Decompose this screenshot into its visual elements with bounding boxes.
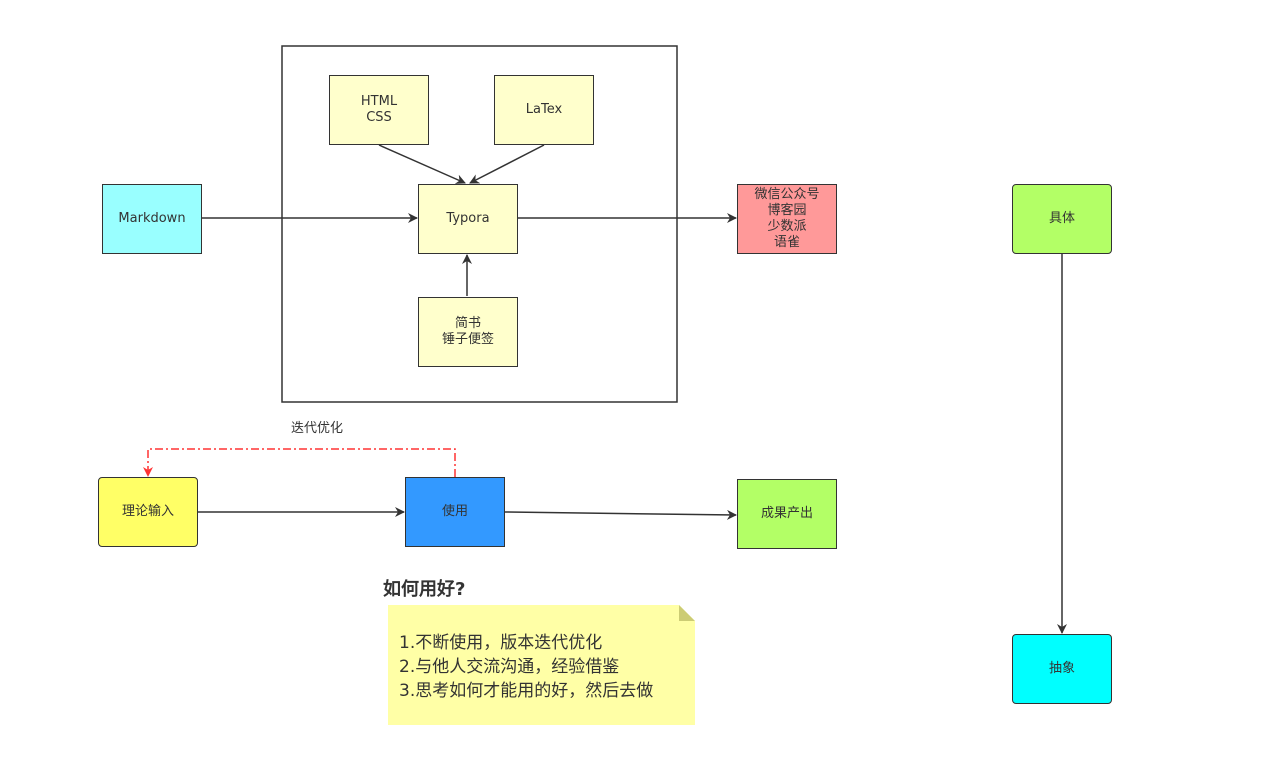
edge-use-to-theory-iterate <box>143 448 456 477</box>
edge-html-to-typora <box>378 144 466 184</box>
editor-group-frame <box>281 45 678 403</box>
node-output-label: 成果产出 <box>760 506 813 521</box>
node-abstract-label: 抽象 <box>1048 661 1075 676</box>
how-to-use-heading: 如何用好? <box>383 579 466 600</box>
node-latex[interactable]: LaTex <box>494 75 594 145</box>
edge-use-to-output <box>504 509 737 520</box>
node-typora[interactable]: Typora <box>418 184 518 254</box>
node-theory-input-label: 理论输入 <box>121 504 174 519</box>
note-fold <box>679 605 695 621</box>
node-html-css[interactable]: HTML CSS <box>329 75 429 145</box>
sticky-note[interactable]: 1.不断使用，版本迭代优化 2.与他人交流沟通，经验借鉴 3.思考如何才能用的好… <box>388 605 695 725</box>
node-platforms[interactable]: 微信公众号 博客园 少数派 语雀 <box>737 184 837 254</box>
iterate-label: 迭代优化 <box>291 421 344 436</box>
sticky-note-text: 1.不断使用，版本迭代优化 2.与他人交流沟通，经验借鉴 3.思考如何才能用的好… <box>399 633 654 701</box>
node-concrete-label: 具体 <box>1048 211 1075 226</box>
node-markdown[interactable]: Markdown <box>102 184 202 254</box>
node-platforms-label: 微信公众号 博客园 少数派 语雀 <box>754 187 820 250</box>
node-use-label: 使用 <box>441 504 468 519</box>
edge-latex-to-typora <box>469 144 545 184</box>
node-jianshu-label: 简书 锤子便签 <box>441 316 494 347</box>
note-shape <box>388 605 695 725</box>
node-theory-input[interactable]: 理论输入 <box>98 477 198 547</box>
node-use[interactable]: 使用 <box>405 477 505 547</box>
node-html-css-label: HTML CSS <box>360 94 398 125</box>
node-abstract[interactable]: 抽象 <box>1012 634 1112 704</box>
node-concrete[interactable]: 具体 <box>1012 184 1112 254</box>
node-markdown-label: Markdown <box>118 211 186 226</box>
node-latex-label: LaTex <box>525 102 563 117</box>
node-jianshu[interactable]: 简书 锤子便签 <box>418 297 518 367</box>
node-typora-label: Typora <box>446 211 490 226</box>
node-output[interactable]: 成果产出 <box>737 479 837 549</box>
